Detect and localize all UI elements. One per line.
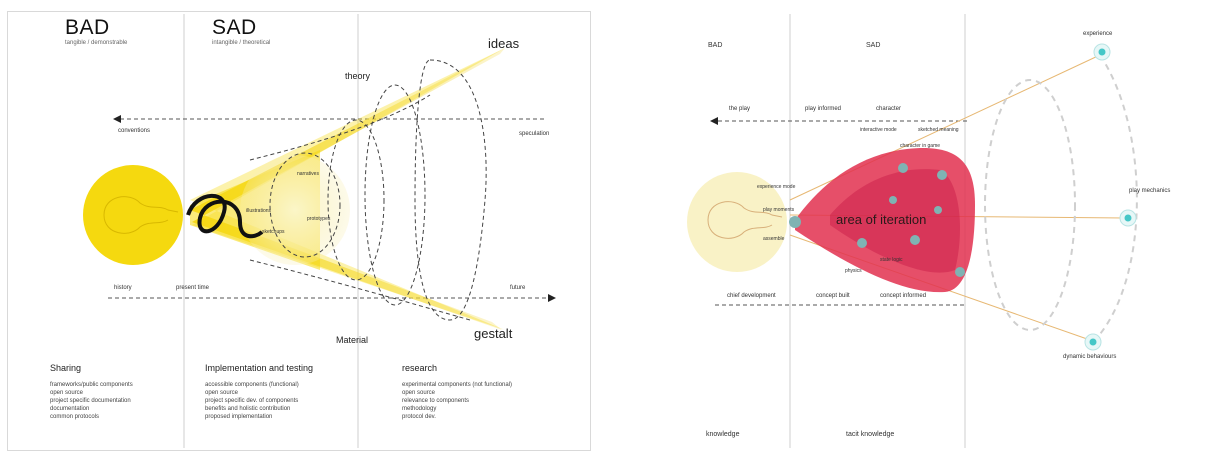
experience-label: experience (1083, 31, 1112, 37)
bad-label: BAD (708, 42, 722, 49)
iteration-ellipse (365, 85, 425, 305)
list-item: methodology (402, 405, 512, 413)
list-item: common protocols (50, 413, 133, 421)
small-label: assemble (763, 236, 784, 242)
play-mechanics-label: play mechanics (1129, 188, 1170, 194)
list-item: open source (50, 389, 133, 397)
list-item: open source (205, 389, 299, 397)
character-label: character (876, 106, 901, 112)
concept-built-label: concept built (816, 293, 850, 299)
list-item: project specific documentation (50, 397, 133, 405)
inner-label: prototypes (307, 216, 330, 222)
present-time-label: present time (176, 285, 209, 291)
section-heading: Implementation and testing (205, 363, 313, 373)
tacit-knowledge-label: tacit knowledge (846, 431, 894, 438)
section-list: frameworks/public components open source… (50, 381, 133, 421)
chief-development-label: chief development (727, 293, 776, 299)
sad-label: SAD (866, 42, 880, 49)
arrow-left-icon (113, 115, 121, 123)
material-label: Material (336, 335, 368, 345)
section-heading: Sharing (50, 363, 81, 373)
future-label: future (510, 285, 525, 291)
sad-title: SAD (212, 16, 257, 40)
concept-informed-label: concept informed (880, 293, 926, 299)
bad-title: BAD (65, 16, 110, 40)
area-of-iteration-label: area of iteration (836, 212, 926, 227)
arrow-right-icon (548, 294, 556, 302)
speculation-label: speculation (519, 131, 549, 137)
small-label: state logic (880, 257, 903, 263)
list-item: documentation (50, 405, 133, 413)
list-item: relevance to components (402, 397, 512, 405)
list-item: proposed implementation (205, 413, 299, 421)
inner-label: sketchups (262, 229, 285, 235)
section-heading: research (402, 363, 437, 373)
play-label: the play (729, 106, 750, 112)
arrow-left-icon (710, 117, 718, 125)
ideas-label: ideas (488, 36, 519, 51)
list-item: protocol dev. (402, 413, 512, 421)
history-label: history (114, 285, 132, 291)
list-item: accessible components (functional) (205, 381, 299, 389)
small-label: interactive mode (860, 127, 897, 133)
knowledge-label: knowledge (706, 431, 739, 438)
bad-subtitle: tangible / demonstrable (65, 40, 127, 46)
small-label: physics (845, 268, 862, 274)
small-label: character in game (900, 143, 940, 149)
list-item: project specific dev. of components (205, 397, 299, 405)
inner-label: narratives (297, 171, 319, 177)
endpoint-nodes (1085, 44, 1136, 350)
list-item: frameworks/public components (50, 381, 133, 389)
section-list: accessible components (functional) open … (205, 381, 299, 421)
list-item: benefits and holistic contribution (205, 405, 299, 413)
inner-label: illustrations (246, 208, 271, 214)
small-label: play moments (763, 207, 794, 213)
list-item: open source (402, 389, 512, 397)
list-item: experimental components (not functional) (402, 381, 512, 389)
sun-circle (83, 165, 183, 265)
iteration-ellipse (415, 60, 486, 320)
gestalt-label: gestalt (474, 326, 512, 341)
outer-arc (1095, 55, 1137, 340)
inner-arc (985, 80, 1075, 330)
play-informed-label: play informed (805, 106, 841, 112)
dynamic-behaviours-label: dynamic behaviours (1063, 354, 1116, 360)
section-list: experimental components (not functional)… (402, 381, 512, 421)
theory-label: theory (345, 71, 370, 81)
small-label: sketched meaning (918, 127, 959, 133)
small-label: experience mode (757, 184, 795, 190)
conventions-label: conventions (118, 128, 150, 134)
sad-subtitle: intangible / theoretical (212, 40, 270, 46)
